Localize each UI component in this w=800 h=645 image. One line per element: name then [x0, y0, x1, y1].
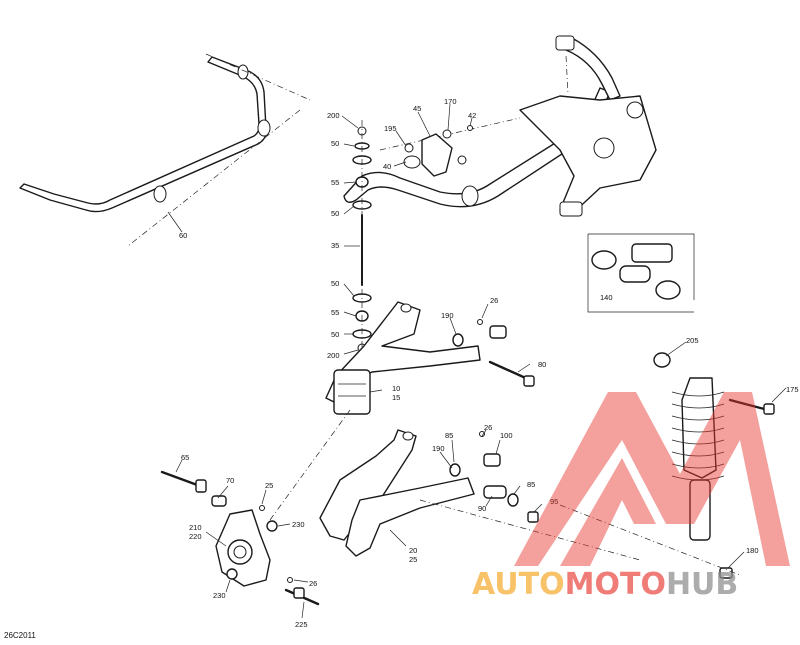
link-rod-stack [352, 120, 372, 360]
callout-200b: 200 [327, 351, 340, 360]
callout-80: 80 [538, 360, 546, 369]
svg-text:AUTOMOTOHUB: AUTOMOTOHUB [472, 567, 738, 602]
callout-35: 35 [331, 241, 339, 250]
callout-140: 140 [600, 293, 613, 302]
callout-25a: 25 [265, 481, 273, 490]
callout-60: 60 [179, 231, 187, 240]
callout-180: 180 [746, 546, 759, 555]
sway-bar-part [19, 53, 311, 247]
callout-42: 42 [468, 111, 476, 120]
figure-code: 26C2011 [4, 631, 36, 640]
callout-20: 20 [409, 546, 417, 555]
callout-195: 195 [384, 124, 397, 133]
callout-65: 65 [181, 453, 189, 462]
callout-205: 205 [686, 336, 699, 345]
upper-bolt-parts [452, 319, 535, 387]
callout-26c: 26 [309, 579, 317, 588]
callout-numbers: 200 195 45 170 42 50 40 55 50 35 60 50 5… [179, 97, 799, 629]
watermark-triangle-mark [514, 392, 790, 566]
callout-50d: 50 [331, 330, 339, 339]
upper-arm-part [269, 301, 481, 521]
watermark-word-moto: MOTO [565, 567, 666, 602]
callout-230a: 230 [292, 520, 305, 529]
callout-210: 210 [189, 523, 202, 532]
callout-190b: 190 [432, 444, 445, 453]
sway-bar-bushing-mark [237, 64, 249, 80]
callout-26b: 26 [484, 423, 492, 432]
bushing-kit-box [587, 233, 695, 313]
callout-55b: 55 [331, 308, 339, 317]
callout-70: 70 [226, 476, 234, 485]
lower-bolt-parts [449, 431, 539, 523]
watermark-logo: AUTOMOTOHUB [472, 392, 790, 602]
callout-45: 45 [413, 104, 421, 113]
callout-200a: 200 [327, 111, 340, 120]
bracket-and-bushing-parts [403, 125, 473, 177]
callout-10: 10 [392, 384, 400, 393]
stabilizer-bar-part [343, 35, 657, 217]
lower-arm-part [319, 429, 641, 561]
callout-40: 40 [383, 162, 391, 171]
callout-170: 170 [444, 97, 457, 106]
callout-225: 225 [295, 620, 308, 629]
callout-85a: 85 [445, 431, 453, 440]
knuckle-part [160, 470, 320, 606]
watermark-word-hub: HUB [666, 567, 738, 602]
callout-15: 15 [392, 393, 400, 402]
callout-25b: 25 [409, 555, 417, 564]
callout-85b: 85 [527, 480, 535, 489]
callout-230b: 230 [213, 591, 226, 600]
callout-50b: 50 [331, 209, 339, 218]
shock-absorber-part [559, 352, 775, 579]
callout-50c: 50 [331, 279, 339, 288]
callout-190a: 190 [441, 311, 454, 320]
leader-lines [175, 103, 787, 619]
callout-95: 95 [550, 497, 558, 506]
callout-55a: 55 [331, 178, 339, 187]
callout-175: 175 [786, 385, 799, 394]
callout-26a: 26 [490, 296, 498, 305]
callout-100: 100 [500, 431, 513, 440]
watermark-word-auto: AUTO [472, 567, 565, 602]
callout-50a: 50 [331, 139, 339, 148]
callout-90: 90 [478, 504, 486, 513]
callout-220: 220 [189, 532, 202, 541]
